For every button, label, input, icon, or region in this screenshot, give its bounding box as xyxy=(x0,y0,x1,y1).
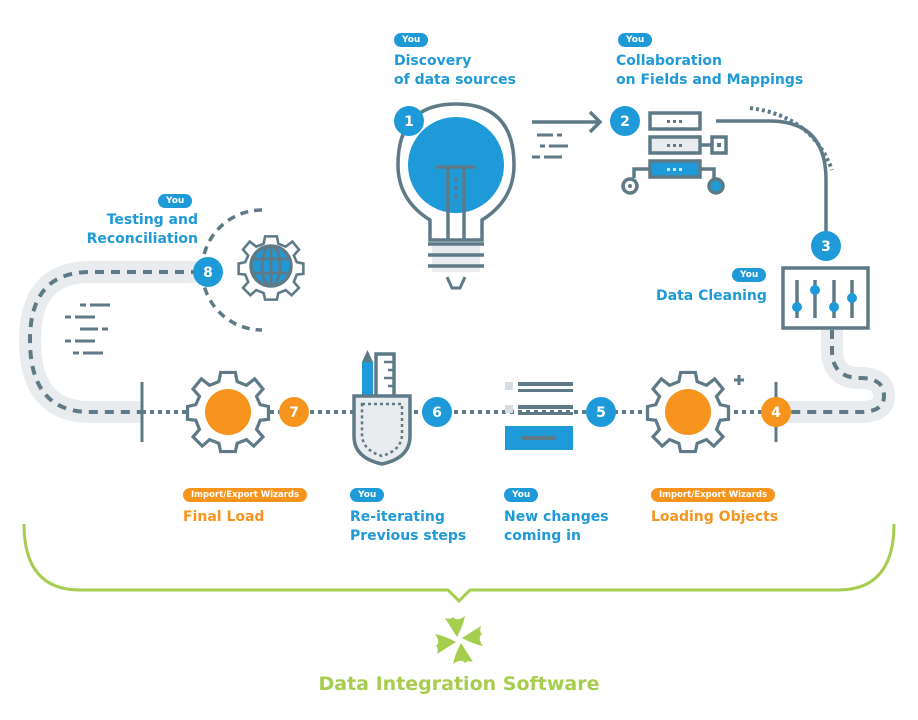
step-number-8[interactable]: 8 xyxy=(193,257,223,287)
title-line: Data Cleaning xyxy=(656,288,767,304)
road-left xyxy=(18,261,200,423)
step-number-text: 3 xyxy=(821,239,831,255)
actor-badge: You xyxy=(158,194,193,208)
arrow-icon xyxy=(532,110,603,134)
dotted-arc xyxy=(749,106,834,171)
speed-lines-left xyxy=(65,303,110,355)
step-number-text: 2 xyxy=(620,114,630,130)
step-number-4[interactable]: 4 xyxy=(761,397,791,427)
step-number-text: 5 xyxy=(596,405,606,421)
step-title-4: Loading Objects xyxy=(651,508,778,527)
title-line: Discovery xyxy=(394,53,472,69)
title-line: Previous steps xyxy=(350,528,467,544)
server-network-icon xyxy=(621,111,728,195)
step-number-text: 6 xyxy=(432,405,442,421)
title-line: Testing and xyxy=(106,212,198,228)
title-line: on Fields and Mappings xyxy=(616,72,804,88)
clover-logo-icon xyxy=(435,616,483,664)
actor-badge: You xyxy=(504,488,539,502)
actor-badge: You xyxy=(394,33,429,47)
bracket xyxy=(22,523,896,604)
step-number-5[interactable]: 5 xyxy=(586,397,616,427)
road-right xyxy=(769,319,896,423)
step-title-3: Data Cleaning xyxy=(656,287,767,306)
gear-icon xyxy=(185,370,271,454)
actor-badge: You xyxy=(350,488,385,502)
pocket-tools-icon xyxy=(352,350,412,466)
actor-badge: You xyxy=(618,33,653,47)
title-line: coming in xyxy=(504,528,581,544)
step-number-text: 7 xyxy=(289,405,299,421)
step-title-7: Final Load xyxy=(183,508,264,527)
lightbulb-icon xyxy=(396,102,516,290)
actor-badge: You xyxy=(732,268,767,282)
title-line: of data sources xyxy=(394,72,517,88)
step-number-7[interactable]: 7 xyxy=(279,397,309,427)
path-2-3 xyxy=(716,119,828,240)
footer-title: Data Integration Software xyxy=(318,673,600,695)
form-list-icon xyxy=(505,382,573,450)
step-title-2: Collaboration on Fields and Mappings xyxy=(616,52,803,90)
step-number-text: 4 xyxy=(771,405,781,421)
title-line: Final Load xyxy=(183,509,265,525)
title-line: New changes xyxy=(504,509,609,525)
step-title-5: New changes coming in xyxy=(504,508,609,546)
title-line: Loading Objects xyxy=(651,509,779,525)
sliders-icon xyxy=(781,266,870,330)
title-line: Reconciliation xyxy=(86,231,198,247)
step-number-1[interactable]: 1 xyxy=(394,106,424,136)
actor-badge: Import/Export Wizards xyxy=(183,488,308,502)
step-number-3[interactable]: 3 xyxy=(811,231,841,261)
step-number-text: 8 xyxy=(203,265,213,281)
speed-lines-top xyxy=(532,133,568,159)
step-number-2[interactable]: 2 xyxy=(610,106,640,136)
globe-gear-icon xyxy=(200,208,305,332)
title-line: Collaboration xyxy=(616,53,723,69)
step-number-6[interactable]: 6 xyxy=(422,397,452,427)
actor-badge: Import/Export Wizards xyxy=(651,488,776,502)
step-title-1: Discovery of data sources xyxy=(394,52,516,90)
step-number-text: 1 xyxy=(404,114,414,130)
gear-plus-icon xyxy=(645,370,744,454)
title-line: Re-iterating xyxy=(350,509,445,525)
